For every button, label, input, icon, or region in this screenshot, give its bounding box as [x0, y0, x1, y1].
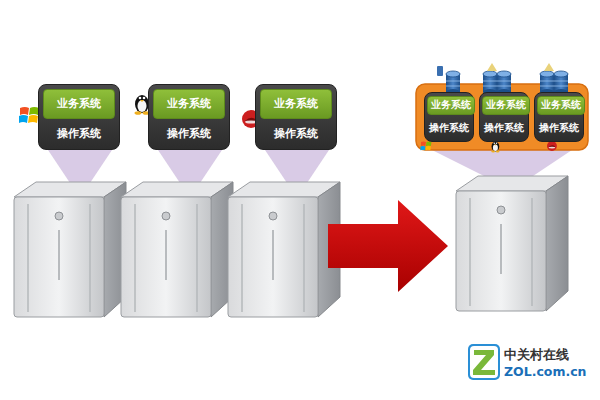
windows-logo: [19, 107, 39, 123]
consolidation-arrow: [328, 200, 448, 292]
application-box: 业务系统: [537, 96, 585, 115]
application-label: 业务系统: [274, 98, 318, 110]
os-label: 操作系统: [167, 128, 211, 140]
server: [14, 182, 126, 317]
server: [121, 182, 233, 317]
application-label: 业务系统: [431, 100, 471, 110]
os-label: 操作系统: [539, 123, 579, 133]
application-label: 业务系统: [57, 98, 101, 110]
os-label: 操作系统: [274, 128, 318, 140]
database-icons: [437, 63, 568, 95]
linux-logo: [491, 142, 499, 153]
server: [228, 182, 340, 317]
application-box: 业务系统: [260, 89, 332, 119]
application-box: 业务系统: [153, 89, 225, 119]
watermark-name: 中关村在线: [504, 347, 569, 364]
zol-logo: [468, 344, 500, 380]
application-box: 业务系统: [427, 96, 475, 115]
application-label: 业务系统: [167, 98, 211, 110]
os-label: 操作系统: [429, 123, 469, 133]
os-box: 操作系统业务系统: [424, 92, 474, 142]
application-box: 业务系统: [43, 89, 115, 119]
virtualization-panel: [416, 84, 588, 150]
server: [456, 176, 568, 311]
application-label: 业务系统: [541, 100, 581, 110]
application-box: 业务系统: [482, 96, 530, 115]
os-box: 操作系统业务系统: [255, 84, 337, 150]
redhat-logo: [547, 141, 557, 151]
os-box: 操作系统业务系统: [479, 92, 529, 142]
os-box: 操作系统业务系统: [38, 84, 120, 150]
watermark-url: ZOL.com.cn: [504, 364, 586, 379]
application-label: 业务系统: [486, 100, 526, 110]
os-label: 操作系统: [484, 123, 524, 133]
os-label: 操作系统: [57, 128, 101, 140]
windows-logo: [420, 142, 431, 151]
os-box: 操作系统业务系统: [534, 92, 584, 142]
os-box: 操作系统业务系统: [148, 84, 230, 150]
